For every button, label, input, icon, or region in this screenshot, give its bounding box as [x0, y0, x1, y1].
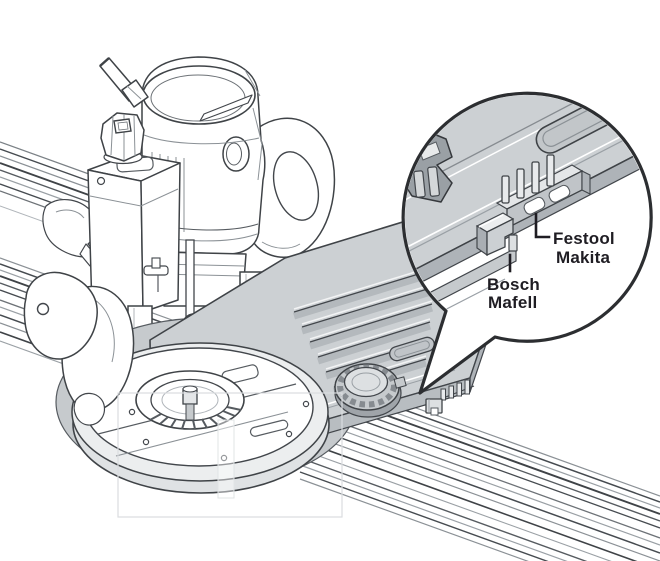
svg-text:Makita: Makita	[556, 248, 610, 267]
label-bosch-mafell: Bosch Mafell	[487, 275, 540, 312]
svg-text:Bosch: Bosch	[487, 275, 540, 294]
plate-oval-recess	[389, 336, 435, 362]
svg-text:Festool: Festool	[553, 229, 615, 248]
right-handle-opening	[272, 151, 320, 221]
ghost-overlay	[117, 392, 343, 518]
column-screw	[96, 176, 106, 186]
right-handle	[249, 117, 336, 258]
detail-callout: Festool Makita Bosch Mafell	[401, 91, 653, 395]
magnified-bosch-tab	[475, 212, 518, 257]
festool-makita-leader	[534, 212, 551, 239]
callout-content	[405, 95, 649, 335]
lock-knob	[334, 363, 407, 418]
rail-skirt	[299, 457, 588, 561]
collet-hex-nut	[100, 112, 145, 165]
rail-tab	[425, 379, 475, 416]
left-handle	[23, 271, 135, 426]
router-base	[71, 342, 330, 494]
power-cord	[99, 57, 149, 108]
svg-text:Mafell: Mafell	[488, 293, 537, 312]
handle-hole	[36, 302, 50, 316]
plunge-column	[87, 112, 181, 313]
base-screws	[128, 400, 310, 462]
label-festool-makita: Festool Makita	[553, 229, 615, 267]
